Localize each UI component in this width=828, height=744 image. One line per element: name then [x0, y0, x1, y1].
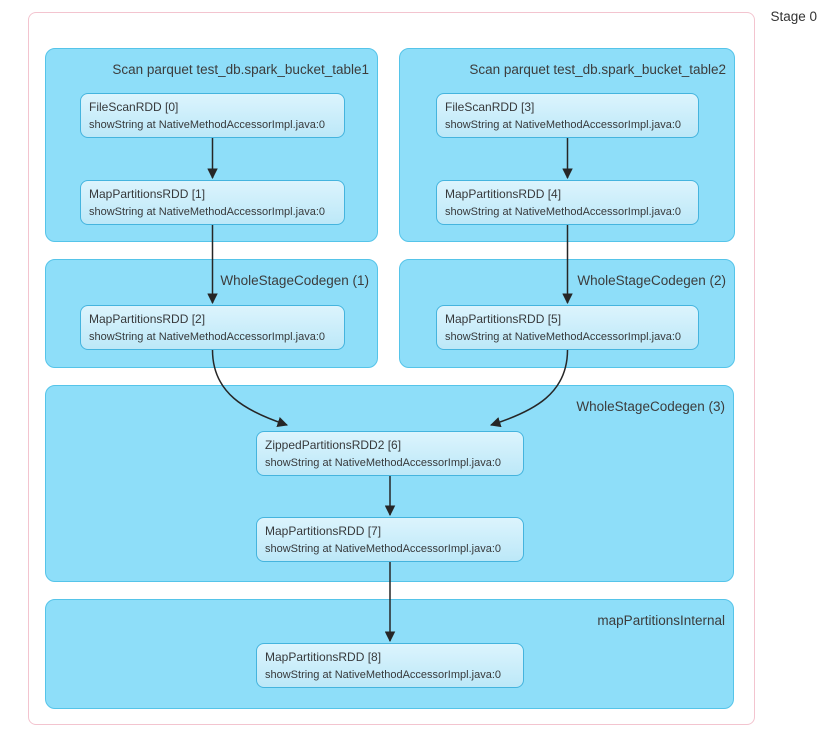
rdd-node-mappartitionsrdd-7[interactable]: MapPartitionsRDD [7] showString at Nativ… [256, 517, 524, 562]
cluster-label: WholeStageCodegen (2) [577, 273, 726, 288]
rdd-name: MapPartitionsRDD [4] [445, 187, 562, 201]
cluster-label: Scan parquet test_db.spark_bucket_table2 [469, 62, 726, 77]
rdd-node-filescanrdd-0[interactable]: FileScanRDD [0] showString at NativeMeth… [80, 93, 345, 138]
rdd-node-mappartitionsrdd-5[interactable]: MapPartitionsRDD [5] showString at Nativ… [436, 305, 699, 350]
rdd-node-mappartitionsrdd-1[interactable]: MapPartitionsRDD [1] showString at Nativ… [80, 180, 345, 225]
cluster-label: WholeStageCodegen (1) [220, 273, 369, 288]
rdd-node-mappartitionsrdd-4[interactable]: MapPartitionsRDD [4] showString at Nativ… [436, 180, 699, 225]
rdd-name: FileScanRDD [0] [89, 100, 179, 114]
rdd-name: MapPartitionsRDD [5] [445, 312, 562, 326]
stage-label: Stage 0 [770, 9, 817, 24]
rdd-callsite: showString at NativeMethodAccessorImpl.j… [445, 206, 681, 218]
rdd-node-zippedpartitionsrdd2-6[interactable]: ZippedPartitionsRDD2 [6] showString at N… [256, 431, 524, 476]
rdd-callsite: showString at NativeMethodAccessorImpl.j… [445, 119, 681, 131]
rdd-name: ZippedPartitionsRDD2 [6] [265, 438, 402, 452]
rdd-callsite: showString at NativeMethodAccessorImpl.j… [89, 119, 325, 131]
rdd-name: MapPartitionsRDD [7] [265, 524, 382, 538]
rdd-name: MapPartitionsRDD [2] [89, 312, 206, 326]
cluster-label: mapPartitionsInternal [597, 613, 725, 628]
cluster-label: WholeStageCodegen (3) [576, 399, 725, 414]
cluster-label: Scan parquet test_db.spark_bucket_table1 [112, 62, 369, 77]
rdd-callsite: showString at NativeMethodAccessorImpl.j… [445, 331, 681, 343]
rdd-callsite: showString at NativeMethodAccessorImpl.j… [265, 457, 501, 469]
rdd-callsite: showString at NativeMethodAccessorImpl.j… [265, 543, 501, 555]
rdd-name: MapPartitionsRDD [1] [89, 187, 206, 201]
rdd-callsite: showString at NativeMethodAccessorImpl.j… [265, 669, 501, 681]
rdd-callsite: showString at NativeMethodAccessorImpl.j… [89, 331, 325, 343]
rdd-node-filescanrdd-3[interactable]: FileScanRDD [3] showString at NativeMeth… [436, 93, 699, 138]
rdd-name: FileScanRDD [3] [445, 100, 535, 114]
rdd-node-mappartitionsrdd-8[interactable]: MapPartitionsRDD [8] showString at Nativ… [256, 643, 524, 688]
rdd-name: MapPartitionsRDD [8] [265, 650, 382, 664]
rdd-node-mappartitionsrdd-2[interactable]: MapPartitionsRDD [2] showString at Nativ… [80, 305, 345, 350]
rdd-callsite: showString at NativeMethodAccessorImpl.j… [89, 206, 325, 218]
